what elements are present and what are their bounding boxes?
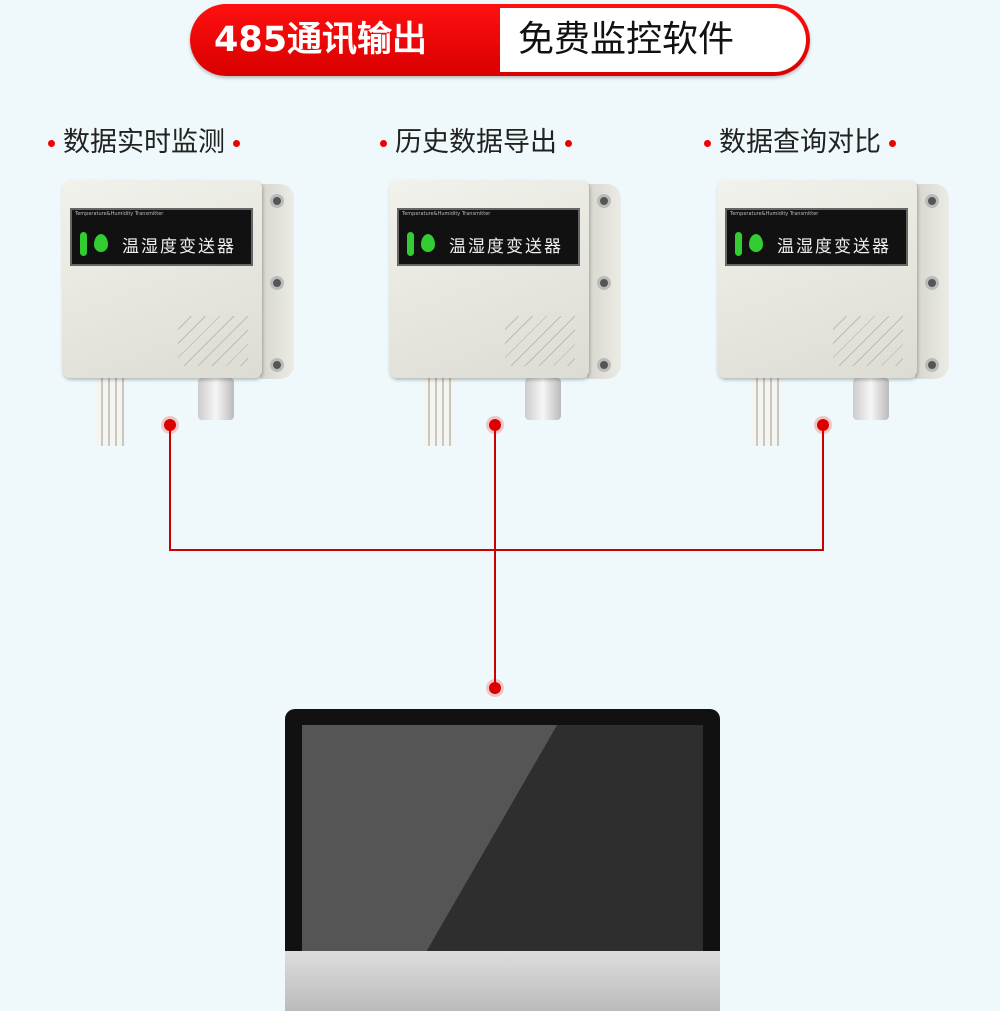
wire <box>169 425 171 551</box>
device-label-en: Temperature&Humidity Transmitter <box>402 211 491 217</box>
thermometer-icon <box>407 232 414 256</box>
device-label-cn: 温湿度变送器 <box>777 237 891 257</box>
transmitter-device: Temperature&Humidity Transmitter 温湿度变送器 <box>715 178 955 453</box>
device-label-en: Temperature&Humidity Transmitter <box>730 211 819 217</box>
wire-bus <box>169 549 824 551</box>
connection-dot <box>489 682 501 694</box>
droplet-icon <box>749 234 763 252</box>
monitor-screen <box>302 725 703 951</box>
device-label-cn: 温湿度变送器 <box>122 237 236 257</box>
cable-gland <box>525 378 561 420</box>
device-label-cn: 温湿度变送器 <box>449 237 563 257</box>
transmitter-device: Temperature&Humidity Transmitter 温湿度变送器 <box>60 178 300 453</box>
sensor-probe <box>423 378 453 446</box>
feature-label: 数据实时监测 <box>40 120 248 159</box>
sensor-probe <box>96 378 126 446</box>
banner-left-text: 485通讯输出 <box>214 20 428 60</box>
sensor-probe <box>751 378 781 446</box>
thermometer-icon <box>735 232 742 256</box>
computer-monitor <box>285 709 720 1011</box>
feature-label: 历史数据导出 <box>372 120 580 159</box>
transmitter-device: Temperature&Humidity Transmitter 温湿度变送器 <box>387 178 627 453</box>
device-label-en: Temperature&Humidity Transmitter <box>75 211 164 217</box>
connection-dot <box>164 419 176 431</box>
feature-text: 数据查询对比 <box>719 127 881 158</box>
thermometer-icon <box>80 232 87 256</box>
connection-dot <box>489 419 501 431</box>
cable-gland <box>853 378 889 420</box>
wire <box>494 425 496 688</box>
connection-dot <box>817 419 829 431</box>
feature-text: 历史数据导出 <box>395 127 557 158</box>
wire <box>822 425 824 551</box>
title-banner: 485通讯输出 免费监控软件 <box>190 4 810 76</box>
droplet-icon <box>421 234 435 252</box>
cable-gland <box>198 378 234 420</box>
feature-text: 数据实时监测 <box>63 127 225 158</box>
feature-label: 数据查询对比 <box>696 120 904 159</box>
droplet-icon <box>94 234 108 252</box>
banner-right-text: 免费监控软件 <box>500 8 806 72</box>
